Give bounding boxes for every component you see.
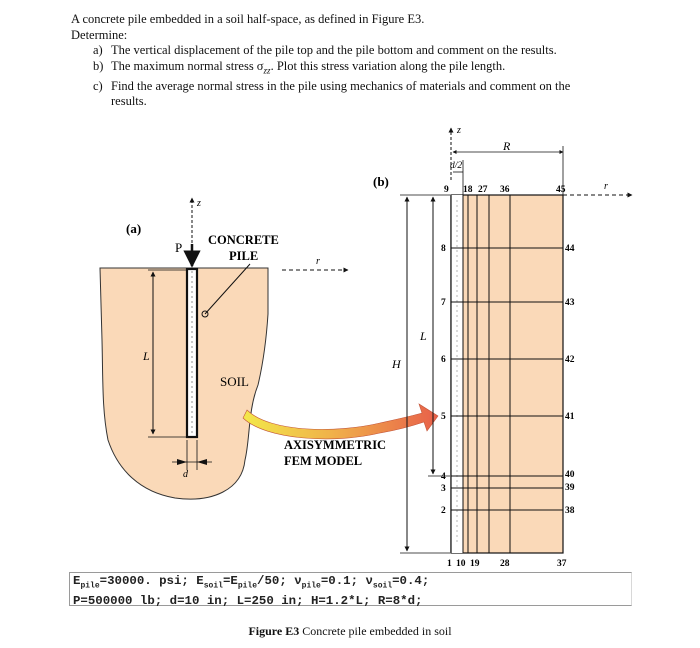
pile-leader-line xyxy=(204,263,251,315)
mesh-horizontal-lines xyxy=(451,247,563,511)
r-axis-a-label: r xyxy=(316,256,320,267)
node-label-top: 18 xyxy=(463,185,473,195)
task-text: The vertical displacement of the pile to… xyxy=(111,43,557,57)
problem-statement: A concrete pile embedded in a soil half-… xyxy=(71,12,671,110)
param-subscript: pile xyxy=(80,581,100,591)
node-label-right: 40 xyxy=(565,470,575,480)
mesh-vertical-lines xyxy=(467,195,511,553)
panel-a-label: (a) xyxy=(126,221,141,236)
node-label-bottom: 19 xyxy=(470,559,480,569)
param-text: =0.4; xyxy=(392,574,430,588)
radius-label: R xyxy=(502,139,511,153)
problem-intro: A concrete pile embedded in a soil half-… xyxy=(71,12,425,26)
height-label: H xyxy=(391,357,402,371)
node-label-top: 9 xyxy=(444,185,449,195)
task-label: a) xyxy=(93,43,103,57)
task-text: Find the average normal stress in the pi… xyxy=(111,78,571,93)
node-label-right: 42 xyxy=(565,355,575,365)
fem-mesh xyxy=(450,194,564,554)
model-label-1: AXISYMMETRIC xyxy=(284,438,386,452)
task-item-b: b) The maximum normal stress σzz. Plot t… xyxy=(71,59,671,79)
task-text-subscript: zz xyxy=(263,65,271,75)
node-label-right: 41 xyxy=(565,412,575,422)
param-text: =E xyxy=(222,574,238,588)
length-label-b: L xyxy=(419,329,427,343)
param-subscript: pile xyxy=(301,581,321,591)
diameter-label-a: d xyxy=(183,469,189,480)
node-label-bottom: 10 xyxy=(456,559,466,569)
param-subscript: soil xyxy=(203,581,223,591)
param-text: E xyxy=(73,574,81,588)
node-label-left: 6 xyxy=(441,355,446,365)
param-subscript: pile xyxy=(237,581,258,591)
parameters-line-1: Epile=30000. psi; Esoil=Epile/50; νpile=… xyxy=(73,574,631,594)
param-text: /50; ν xyxy=(257,574,302,588)
task-text-continued: results. xyxy=(111,94,147,108)
task-label: b) xyxy=(93,58,104,73)
z-axis-a-label: z xyxy=(196,198,201,209)
panel-b-label: (b) xyxy=(373,174,389,189)
node-label-left: 4 xyxy=(441,472,446,482)
node-label-top: 45 xyxy=(556,185,566,195)
node-label-top: 36 xyxy=(500,185,510,195)
node-label-right: 44 xyxy=(565,244,575,254)
node-label-right: 43 xyxy=(565,298,575,308)
r-axis-b-label: r xyxy=(604,181,608,192)
parameters-line-2: P=500000 lb; d=10 in; L=250 in; H=1.2*L;… xyxy=(73,593,423,608)
param-text: =30000. psi; E xyxy=(99,574,204,588)
problem-determine: Determine: xyxy=(71,27,128,42)
soil-region xyxy=(99,267,269,500)
node-label-left: 3 xyxy=(441,484,446,494)
transition-arrow xyxy=(242,403,439,440)
node-label-bottom: 1 xyxy=(447,559,452,569)
pile-label-2: PILE xyxy=(229,249,258,263)
task-item-a: a) The vertical displacement of the pile… xyxy=(71,43,671,59)
parameters-box: Epile=30000. psi; Esoil=Epile/50; νpile=… xyxy=(69,572,632,608)
node-label-right: 38 xyxy=(565,506,575,516)
soil-label: SOIL xyxy=(220,374,249,389)
node-label-bottom: 28 xyxy=(500,559,510,569)
task-text-before: The maximum normal stress σ xyxy=(111,58,264,73)
node-label-left: 2 xyxy=(441,506,446,516)
figure-caption: Figure E3 Concrete pile embedded in soil xyxy=(0,624,700,639)
task-list: a) The vertical displacement of the pile… xyxy=(71,43,671,110)
node-label-top: 27 xyxy=(478,185,488,195)
caption-text: Concrete pile embedded in soil xyxy=(299,624,452,638)
node-label-left: 7 xyxy=(441,298,446,308)
half-diameter-label: d/2 xyxy=(450,161,462,171)
param-subscript: soil xyxy=(372,581,393,591)
length-label-a: L xyxy=(142,349,150,363)
node-label-left: 8 xyxy=(441,244,446,254)
task-text-after: . Plot this stress variation along the p… xyxy=(270,58,506,73)
node-label-right: 39 xyxy=(565,483,575,493)
model-label-2: FEM MODEL xyxy=(284,454,362,468)
task-item-c: c) Find the average normal stress in the… xyxy=(71,79,671,110)
pile-label-1: CONCRETE xyxy=(208,233,279,247)
load-label: P xyxy=(175,240,182,255)
z-axis-b-label: z xyxy=(456,125,461,136)
node-label-bottom: 37 xyxy=(557,559,567,569)
node-label-left: 5 xyxy=(441,412,446,422)
param-text: =0.1; ν xyxy=(320,574,373,588)
task-label: c) xyxy=(93,78,103,93)
caption-figure-number: Figure E3 xyxy=(248,624,300,638)
